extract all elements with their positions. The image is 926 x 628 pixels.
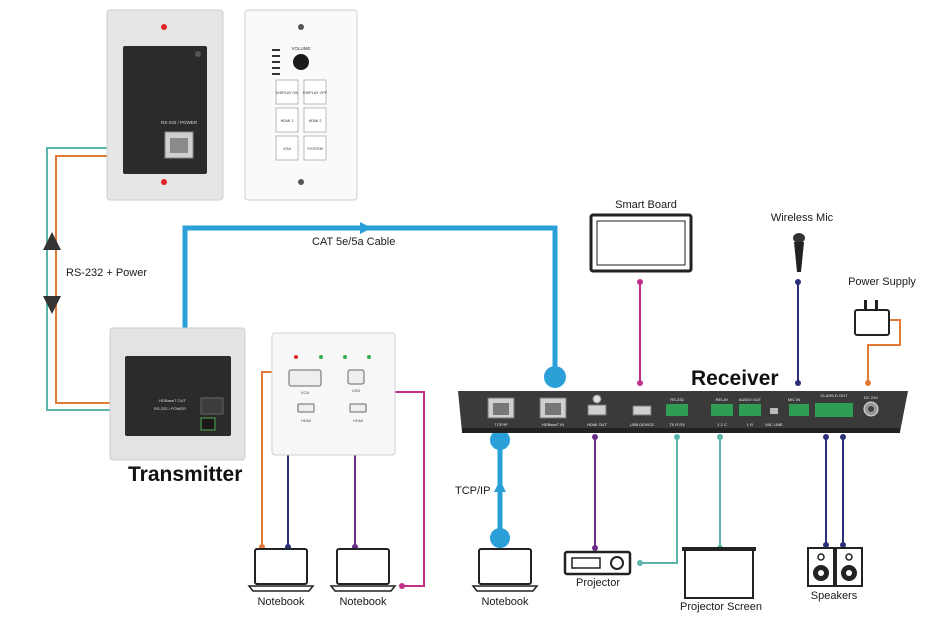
tcpip-end-bottom [490,528,510,548]
power-supply-label: Power Supply [848,276,916,288]
rs232-teal-line [46,147,170,411]
keypad-wall-plate [244,9,358,201]
keypad-btn-label-3: HDMI 1 [281,119,294,123]
faceplate-vga-label: VGA [301,390,310,395]
tcpip-arrow [494,480,506,492]
rs232-port-label: RS-232 / POWER [161,120,198,125]
receiver-hdbaset-label: HDBaseT IN [542,422,564,427]
receiver-label: Receiver [691,367,779,390]
transmitter-device [109,327,246,461]
rs232-projector-line [640,437,678,564]
receiver-speakers-label: CLASS-D OUT [821,393,848,398]
projector-screen-label: Projector Screen [680,601,762,613]
receiver-usb-label: USB DEVICE [630,422,655,427]
receiver-audio-label: AUDIO OUT [739,397,762,402]
keypad-btn-6 [303,135,327,161]
projector-screen-icon [682,547,756,599]
rs232-power-label: RS-232 + Power [66,267,147,279]
faceplate-hdmi-label-2: HDMI [353,418,363,423]
projector-icon [563,550,632,576]
receiver-mic-line-label: MIC LINE [765,422,783,427]
faceplate-hdmi-label-1: HDMI [301,418,311,423]
projector-dot-top [592,434,598,440]
receiver-hdmi-label: HDMI OUT [587,422,607,427]
rs232-proj-dot-top [674,434,680,440]
tcpip-end-top [490,430,510,450]
speaker-dot-1a [823,434,829,440]
power-line [867,319,901,383]
receiver-rs232-terminal [666,404,688,416]
keypad-btn-label-6: SYSTEM [307,147,323,151]
speaker-dot-2a [840,434,846,440]
rs232-arrow-up [43,232,61,250]
notebook-label-1: Notebook [257,596,305,608]
power-dot [865,380,871,386]
speaker-dot-1b [823,542,829,548]
keypad-btn-label-1: DISPLAY ON [276,91,299,95]
receiver-mic-switch [770,408,778,414]
tcpip-label: TCP/IP [455,485,490,497]
relay-dot-top [717,434,723,440]
receiver-rs232-label: RS-232 [670,397,684,402]
receiver-usb-port [632,405,652,416]
smart-board-label: Smart Board [615,199,677,211]
keypad-btn-label-5: VGA [283,147,291,151]
speakers-icon [807,547,863,587]
faceplate-usb-label: USB [352,388,361,393]
receiver-mic-label: MIC IN [788,397,801,402]
notebook-icon-2 [329,548,397,592]
receiver-mic-terminal [789,404,809,416]
transmitter-port-label-2: RS-232 / POWER [154,406,186,411]
keypad-btn-5 [275,135,299,161]
smartboard-dot-bottom [637,380,643,386]
cat-cable-arrow [360,222,372,234]
magenta-notebook-line [372,391,425,587]
volume-knob [293,54,309,70]
receiver-speaker-terminal [815,403,853,417]
receiver-hdmi-port [587,404,607,416]
keypad-btn-1 [275,79,299,105]
transmitter-label: Transmitter [128,463,242,486]
receiver-dc-label: DC 24V [864,395,878,400]
notebook-icon-3 [471,548,539,592]
receiver-relay-pins: 1 2 C [717,422,727,427]
cat-cable-label: CAT 5e/5a Cable [312,236,395,248]
speakers-label: Speakers [811,590,858,602]
receiver-audio-pins: L R [747,422,753,427]
magenta-dot-bottom [399,583,405,589]
receiver-tcpip-label: TCP/IP [495,422,508,427]
rs232-wall-plate [106,9,224,201]
wireless-mic-icon [793,233,805,272]
receiver-relay-terminal [711,404,733,416]
notebook-icon-1 [247,548,315,592]
mic-dot-top [795,279,801,285]
receiver-audio-terminal [739,404,761,416]
speaker-dot-2b [840,542,846,548]
cat-cable-end-receiver [544,366,566,388]
smartboard-dot-top [637,279,643,285]
rs232-proj-dot-bottom [637,560,643,566]
keypad-btn-label-2: DISPLAY OFF [303,91,328,95]
keypad-btn-4 [303,107,327,133]
av-faceplate [271,332,396,456]
keypad-volume-label: VOLUME [291,46,310,51]
mic-dot-bottom [795,380,801,386]
receiver-relay-label: RELAY [716,397,729,402]
transmitter-port-label-1: HDBaseT OUT [159,398,186,403]
smart-board-icon [589,213,693,273]
projector-dot-bottom [592,545,598,551]
projector-label: Projector [576,577,620,589]
receiver-rs232-pins: TX R RX [669,422,685,427]
wireless-mic-label: Wireless Mic [771,212,834,224]
rs232-arrow-down [43,296,61,314]
keypad-btn-label-4: HDMI 2 [309,119,322,123]
notebook-label-2: Notebook [339,596,387,608]
notebook-label-3: Notebook [481,596,529,608]
receiver-device [458,391,908,433]
keypad-btn-2 [303,79,327,105]
keypad-btn-3 [275,107,299,133]
power-supply-icon [854,300,890,336]
